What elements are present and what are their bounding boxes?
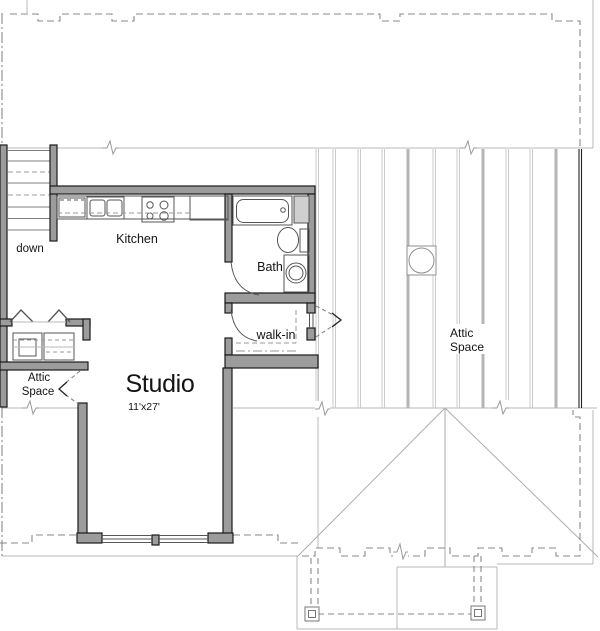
walls	[0, 144, 319, 546]
burner-icon	[159, 200, 169, 210]
attic-left-label-line2: Space	[22, 386, 55, 398]
attic-left-label-line1: Attic	[28, 372, 51, 384]
stepped-dashed-top	[10, 13, 581, 148]
tub-drain-icon	[280, 207, 286, 213]
sink-bowl-right-icon	[106, 199, 123, 217]
wall-studio-left	[77, 402, 88, 538]
bathtub-icon	[232, 195, 293, 226]
burner-icon	[159, 211, 169, 221]
wall-window-mullion	[151, 534, 160, 546]
porch-posts	[304, 605, 486, 622]
burner-icon	[146, 201, 154, 209]
stepped-dashed-bottom-right	[302, 410, 581, 557]
wall-laundry-bottom	[0, 361, 89, 371]
chimney-vent	[406, 245, 437, 276]
kitchen-sink-unit	[86, 196, 125, 220]
roof-slope-chevrons	[9, 309, 71, 323]
vanity-sink-icon	[285, 262, 307, 284]
bath-fixtures	[232, 195, 310, 293]
walkin-label: walk-in	[256, 328, 296, 342]
stepped-dashed-bottom-left	[0, 534, 300, 544]
wall-studio-right	[222, 367, 233, 538]
bath-label: Bath	[257, 260, 283, 274]
walkin-door-swing	[230, 309, 258, 342]
wall-walkin-left-upper	[224, 302, 233, 314]
attic-arrow-left	[58, 381, 68, 397]
refrigerator-icon	[189, 195, 229, 221]
wall-top	[49, 185, 316, 195]
attic-access-left-swing	[62, 370, 81, 406]
wall-kitchen-bath	[224, 193, 233, 263]
wall-walkin-bottom	[224, 354, 319, 369]
attic-right-label-line2: Space	[450, 340, 484, 354]
studio-window-right	[159, 535, 208, 543]
wall-left	[0, 144, 8, 408]
porch-post-right-core	[474, 609, 482, 617]
porch-post-left-core	[308, 610, 316, 618]
laundry-fixtures	[12, 321, 75, 361]
doors	[230, 261, 260, 342]
attic-joists	[315, 149, 583, 408]
joist-pairs	[315, 149, 533, 408]
wall-studio-bottom-left-stub	[76, 532, 103, 544]
labels: Studio 11'x27' Kitchen Bath walk-in down…	[16, 232, 490, 413]
stairs-down-label: down	[16, 243, 44, 255]
studio-dimensions: 11'x27'	[128, 401, 160, 413]
studio-label: Studio	[125, 370, 194, 398]
hidden-roof-edges	[0, 13, 581, 615]
wall-walkin-right-lower	[306, 327, 316, 341]
attic-right-label-halo	[446, 324, 490, 354]
attic-end-wall-line	[578, 149, 583, 408]
wall-walkin-left-lower	[224, 337, 233, 356]
attic-access-right-swing	[315, 305, 338, 338]
sink-bowl-left-icon	[89, 199, 106, 217]
staircase	[8, 150, 50, 231]
studio-window-left	[102, 535, 152, 543]
joist-thick	[406, 149, 558, 408]
hip-roof-lines	[296, 407, 599, 567]
attic-arrow-right	[331, 312, 343, 328]
bathtub-basin	[236, 199, 289, 223]
kitchen-fixtures	[56, 195, 229, 223]
wall-bath-bottom	[224, 292, 316, 304]
toilet-icon	[277, 227, 299, 253]
break-symbols	[22, 139, 509, 561]
wall-laundry-top-left	[0, 318, 13, 327]
stove-icon	[141, 196, 175, 223]
linen-cabinet-icon	[293, 195, 310, 224]
walkin-opening	[309, 313, 314, 328]
wall-walkin-right-upper	[306, 302, 316, 314]
vanity-sink-bowl	[288, 265, 304, 281]
walkin-shelf-lines	[236, 310, 297, 352]
attic-right-label-line1: Attic	[450, 326, 473, 340]
vanity-icon	[283, 254, 310, 293]
attic-access-arrows	[58, 312, 343, 397]
kitchen-label: Kitchen	[116, 232, 158, 246]
burner-icon	[146, 212, 154, 220]
bath-door-swing	[230, 261, 260, 296]
dishwasher-icon	[58, 197, 86, 218]
wall-studio-bottom-right-stub	[207, 532, 234, 544]
porch-hidden-lines	[310, 556, 482, 615]
windows	[102, 313, 314, 543]
wall-laundry-return	[82, 318, 91, 341]
toilet-tank	[299, 228, 310, 253]
